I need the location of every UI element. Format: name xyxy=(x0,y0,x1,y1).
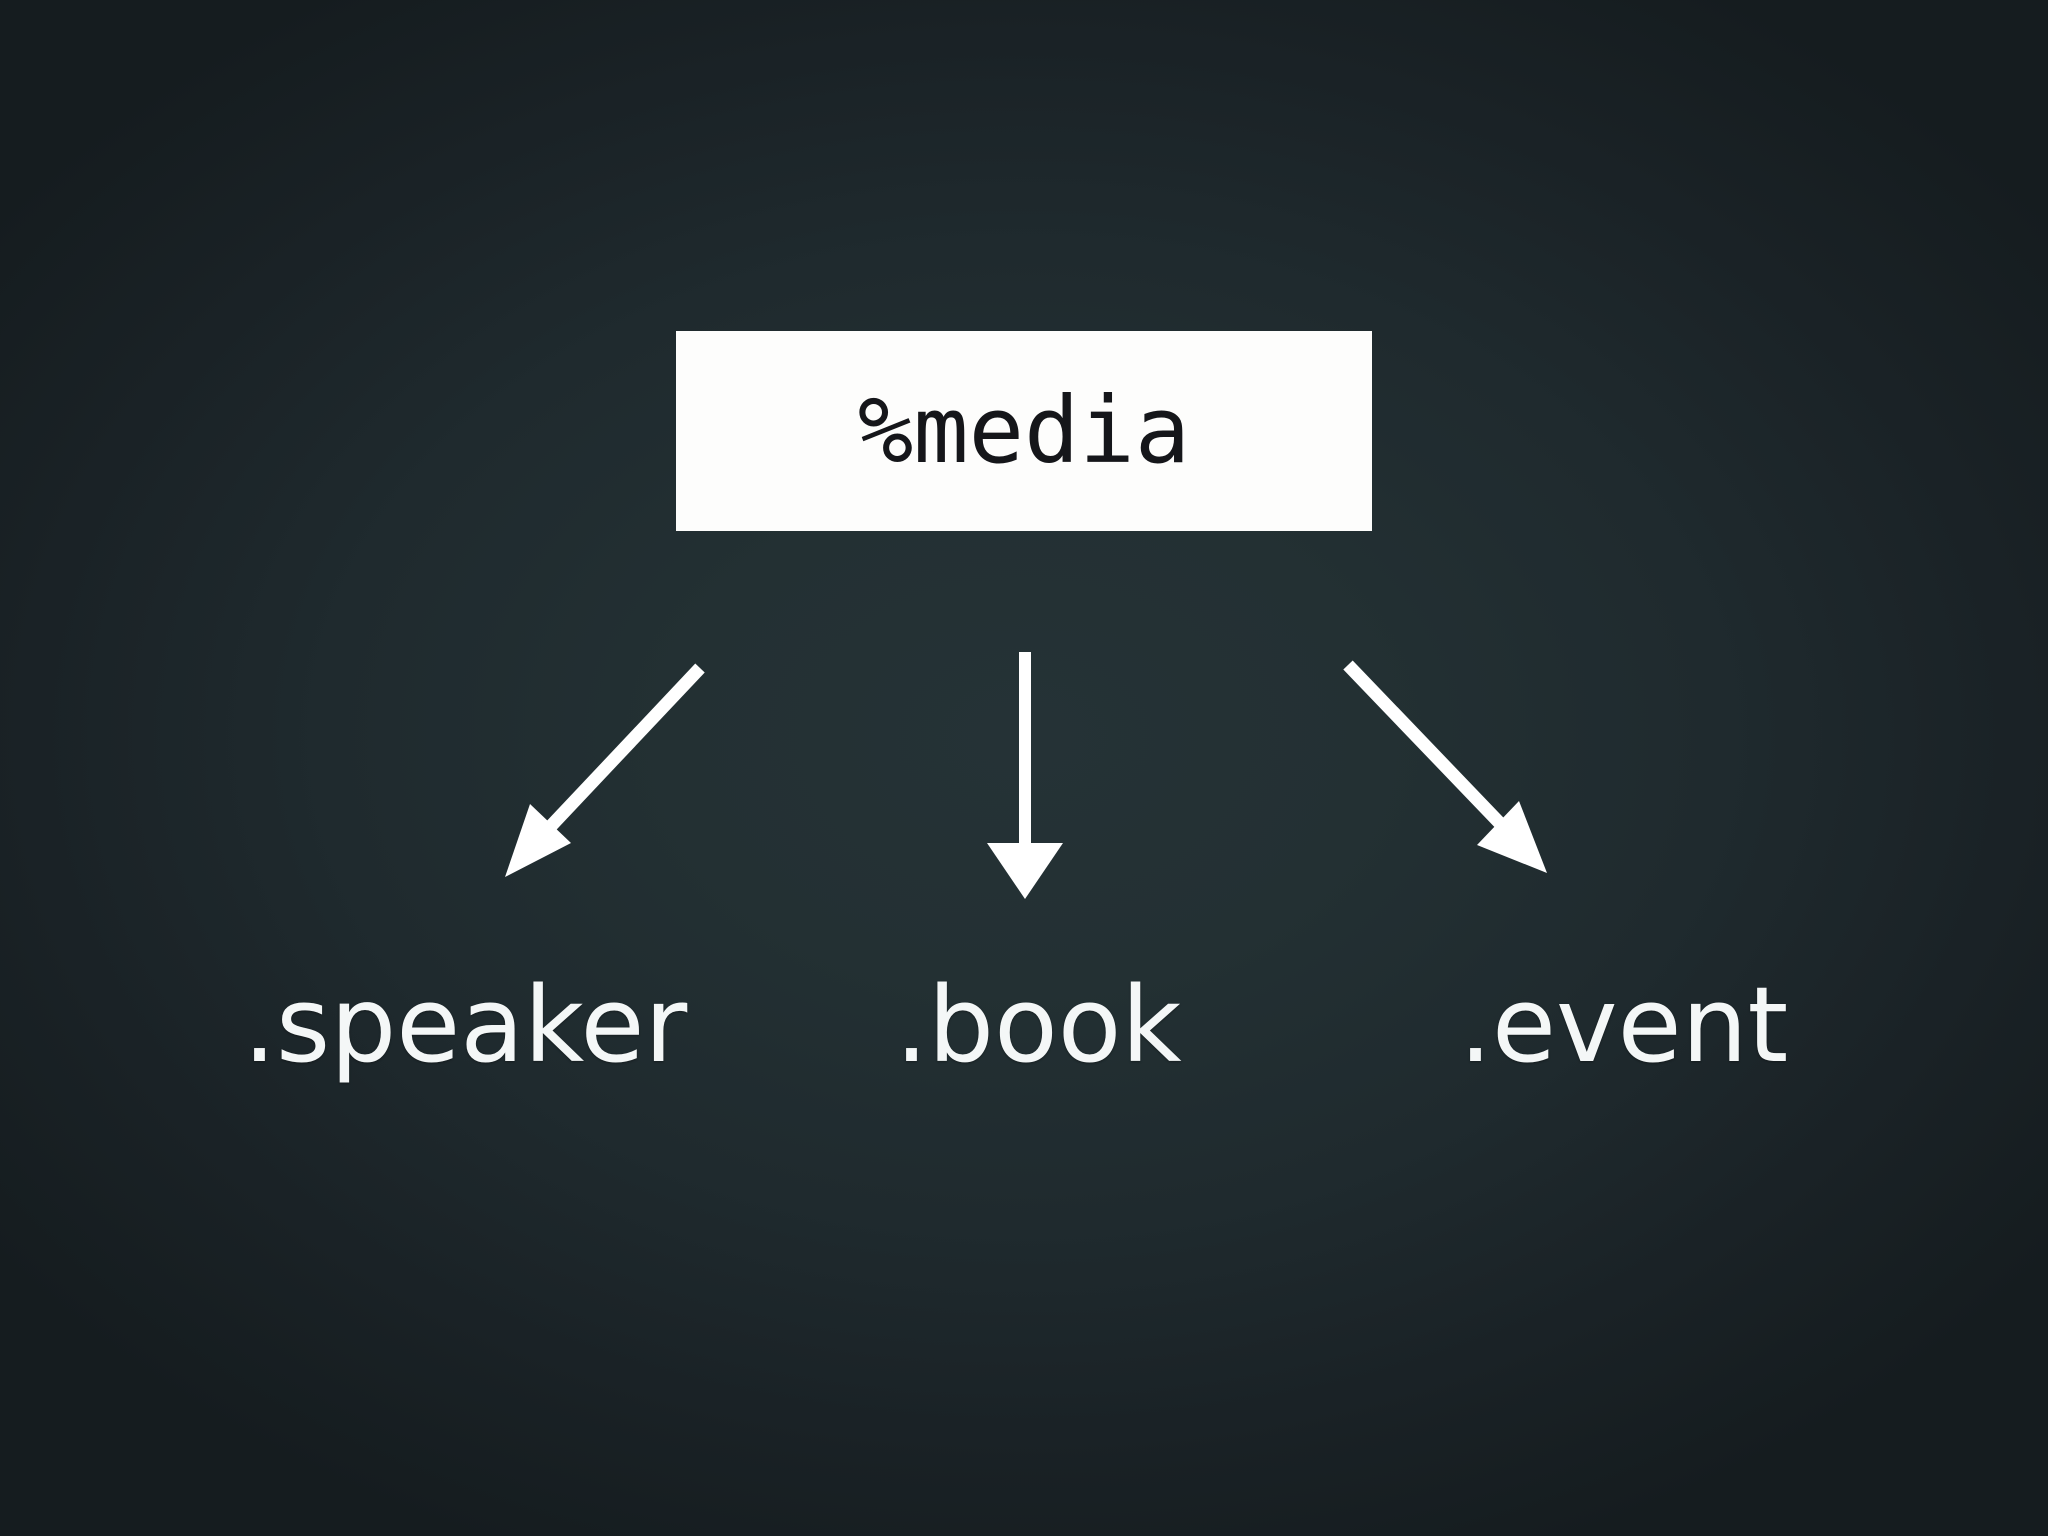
child-label-book[interactable]: .book xyxy=(895,964,1182,1086)
child-label-speaker[interactable]: .speaker xyxy=(243,964,688,1086)
root-node-box[interactable]: %media xyxy=(676,331,1372,531)
child-label-event[interactable]: .event xyxy=(1459,964,1789,1086)
root-node-label: %media xyxy=(857,377,1191,484)
arrow-to-speaker xyxy=(505,663,705,877)
arrow-to-book xyxy=(987,652,1063,899)
arrow-to-event xyxy=(1343,660,1547,873)
